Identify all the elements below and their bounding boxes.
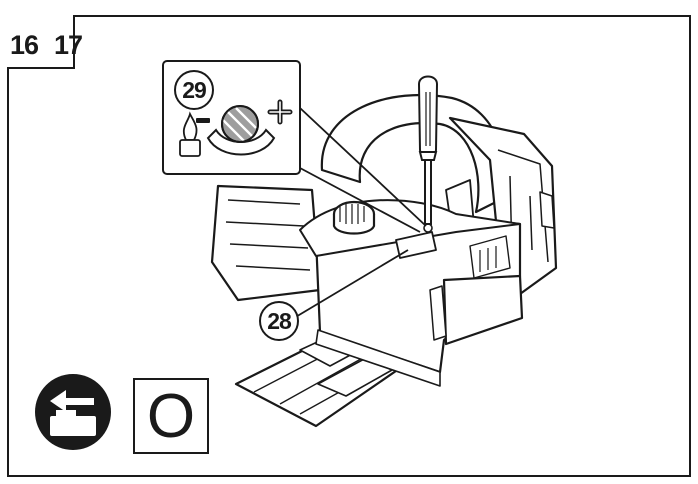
mode-indicator-letter: O (146, 382, 196, 451)
page-number-left: 16 (10, 30, 39, 60)
screwdriver (417, 75, 439, 225)
zoom-leader (299, 107, 427, 233)
callout-28: 28 (259, 301, 299, 341)
oil-flow-dial (206, 105, 276, 156)
minus-icon (196, 118, 210, 123)
callout-28-leader (293, 249, 409, 319)
chainsaw-body (210, 94, 558, 428)
callout-29: 29 (174, 70, 214, 110)
oil-flow-icon (179, 111, 201, 157)
battery-remove-icon (35, 374, 111, 450)
page-frame (7, 15, 691, 477)
page-number-right: 17 (54, 30, 83, 60)
plus-icon (267, 99, 293, 125)
mode-indicator-box: O (133, 378, 209, 454)
